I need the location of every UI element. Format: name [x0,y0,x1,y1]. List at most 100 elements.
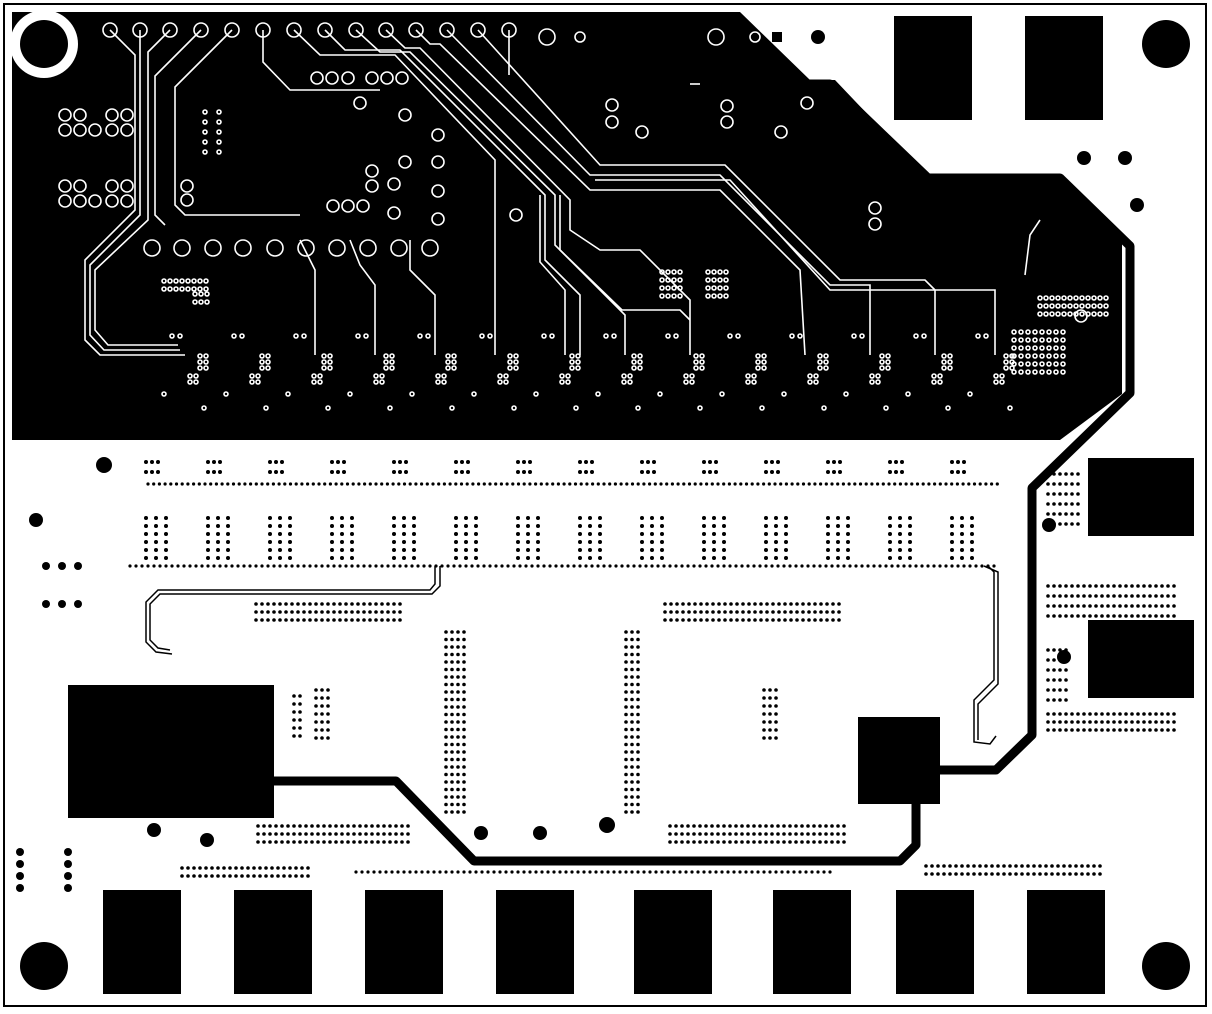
via-small [541,333,547,339]
via-small [937,373,943,379]
via-small [206,460,210,464]
via-small [842,840,846,844]
via-small [506,564,510,568]
via-small [444,645,448,649]
via-small [767,482,771,486]
via-small [630,675,634,679]
via-small [1025,369,1031,375]
via-small [1008,864,1012,868]
via-medium [42,562,50,570]
via-small [836,532,840,536]
pad-round [431,128,445,142]
via-small [573,405,579,411]
via-small [1088,584,1092,588]
via-small [722,532,726,536]
via-small [602,482,606,486]
via-small [1053,369,1059,375]
via-small [992,564,996,568]
via-small [900,470,904,474]
via-small [516,524,520,528]
via-small [624,750,628,754]
via-small [505,482,509,486]
via-small [717,610,721,614]
via-small [185,278,191,284]
via-small [681,618,685,622]
via-small [310,824,314,828]
via-small [476,564,480,568]
via-small [1082,594,1086,598]
via-small [898,532,902,536]
via-small [193,379,199,385]
via-small [950,460,954,464]
via-small [1050,872,1054,876]
via-small [1118,728,1122,732]
via-small [813,602,817,606]
via-small [310,840,314,844]
via-small [983,333,989,339]
via-small [699,610,703,614]
via-small [546,870,550,874]
via-small [972,482,977,486]
via-small [326,720,330,724]
via-small [669,610,673,614]
via-small [960,532,964,536]
pad-round [387,177,401,191]
via-small [990,864,994,868]
via-small [1064,720,1068,724]
via-small [1076,728,1080,732]
via-small [1046,614,1050,618]
via-small [507,359,513,365]
via-small [1052,604,1056,608]
via-small [344,610,348,614]
via-small [908,548,912,552]
via-small [1166,604,1170,608]
via-small [595,391,601,397]
via-small [712,548,716,552]
via-small [284,618,288,622]
via-small [414,482,418,486]
via-small [444,810,448,814]
via-small [516,470,520,474]
via-small [674,832,678,836]
via-small [636,757,640,762]
via-small [624,787,628,792]
via-small [640,532,644,536]
via-small [683,379,689,385]
via-small [1052,512,1056,516]
via-small [1142,728,1146,732]
via-small [636,765,640,769]
via-small [354,870,358,874]
via-small [755,365,761,371]
via-small [456,630,460,634]
via-small [197,365,203,371]
via-small [646,460,650,464]
pad-round [325,71,339,85]
via-small [1112,594,1116,598]
via-small [717,285,723,291]
via-small [1064,604,1068,608]
via-small [1076,522,1080,526]
via-small [665,482,669,486]
via-large [29,513,43,527]
via-small [240,866,244,870]
via-small [1011,369,1017,375]
via-small [761,359,767,365]
via-small [308,618,312,622]
via-small [602,564,606,568]
via-small [1160,604,1164,608]
via-small [1097,303,1103,309]
via-small [216,149,222,155]
via-small [249,373,255,379]
via-small [771,610,775,614]
via-small [368,602,372,606]
via-small [722,564,726,568]
via-small [198,874,202,878]
via-small [462,750,466,754]
via-small [650,548,654,552]
via-small [782,824,786,828]
via-small [435,373,441,379]
via-small [674,824,678,828]
via-small [786,870,790,874]
pad-round [365,164,379,178]
via-small [456,690,460,694]
